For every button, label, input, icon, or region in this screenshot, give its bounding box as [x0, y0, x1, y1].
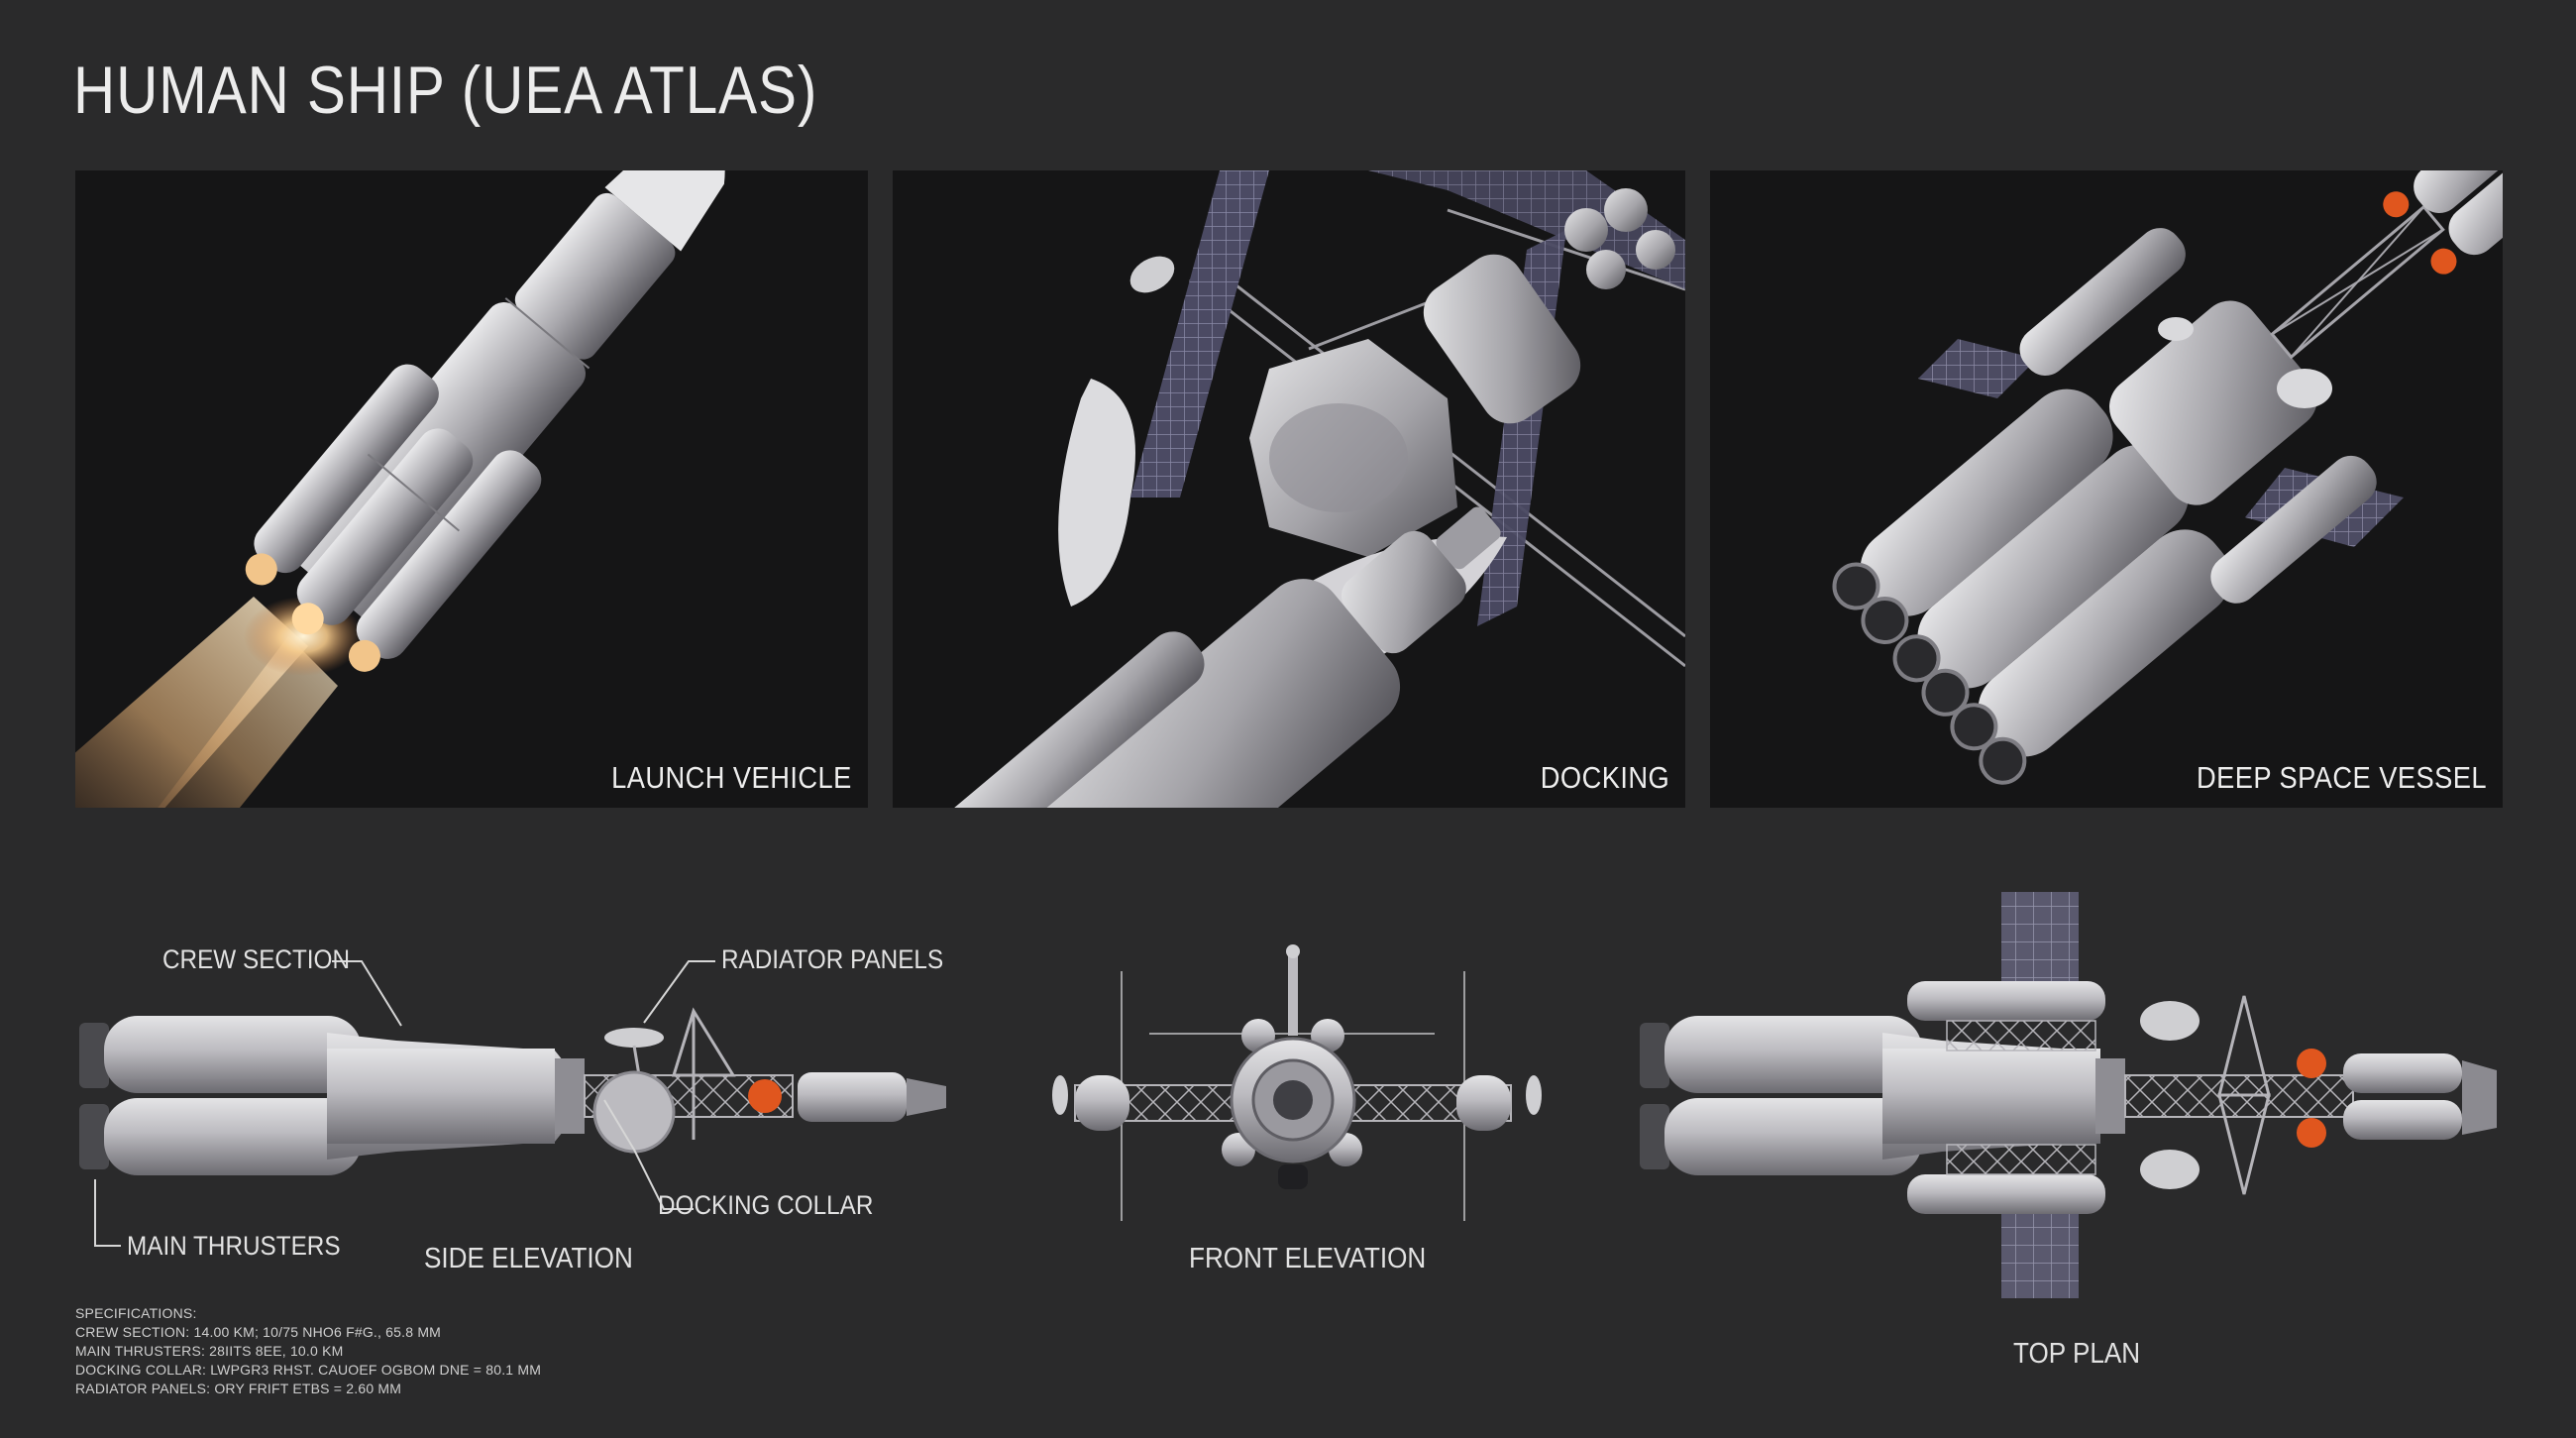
spec-line: DOCKING COLLAR: LWPGR3 RHST. CAUOEF OGBO… — [75, 1362, 542, 1378]
view-label-front-elevation: FRONT ELEVATION — [1189, 1243, 1427, 1274]
callout-radiator-panels: RADIATOR PANELS — [721, 944, 944, 974]
specifications-block: SPECIFICATIONS: CREW SECTION: 14.00 KM; … — [75, 1304, 541, 1398]
orthographic-drawings — [79, 892, 2497, 1298]
spec-line: CREW SECTION: 14.00 KM; 10/75 NHO6 F#G.,… — [75, 1324, 442, 1340]
launch-vehicle-render — [75, 170, 725, 808]
page-title: HUMAN SHIP (UEA ATLAS) — [73, 53, 818, 128]
panel-launch-vehicle: LAUNCH VEHICLE — [75, 170, 868, 808]
spec-line: MAIN THRUSTERS: 28IITS 8EE, 10.0 KM — [75, 1343, 344, 1359]
view-label-side-elevation: SIDE ELEVATION — [424, 1243, 633, 1274]
panel-label-launch-vehicle: LAUNCH VEHICLE — [611, 760, 852, 795]
view-label-top-plan: TOP PLAN — [2013, 1338, 2141, 1370]
panel-deep-space-vessel: DEEP SPACE VESSEL — [1710, 170, 2503, 808]
docking-render — [898, 170, 1685, 808]
callout-docking-collar: DOCKING COLLAR — [658, 1190, 874, 1220]
top-plan-drawing — [1640, 892, 2497, 1298]
callout-main-thrusters: MAIN THRUSTERS — [127, 1231, 341, 1261]
deep-space-vessel-render — [1832, 170, 2503, 785]
callout-crew-section: CREW SECTION — [162, 944, 351, 974]
panel-label-deep-space-vessel: DEEP SPACE VESSEL — [2196, 760, 2487, 795]
panel-docking: DOCKING — [893, 170, 1685, 808]
specs-heading: SPECIFICATIONS: — [75, 1305, 197, 1321]
front-elevation-drawing — [1052, 944, 1542, 1221]
side-elevation-drawing — [79, 1007, 946, 1175]
panel-label-docking: DOCKING — [1540, 760, 1669, 795]
spec-line: RADIATOR PANELS: ORY FRIFT ETBS = 2.60 M… — [75, 1381, 402, 1396]
